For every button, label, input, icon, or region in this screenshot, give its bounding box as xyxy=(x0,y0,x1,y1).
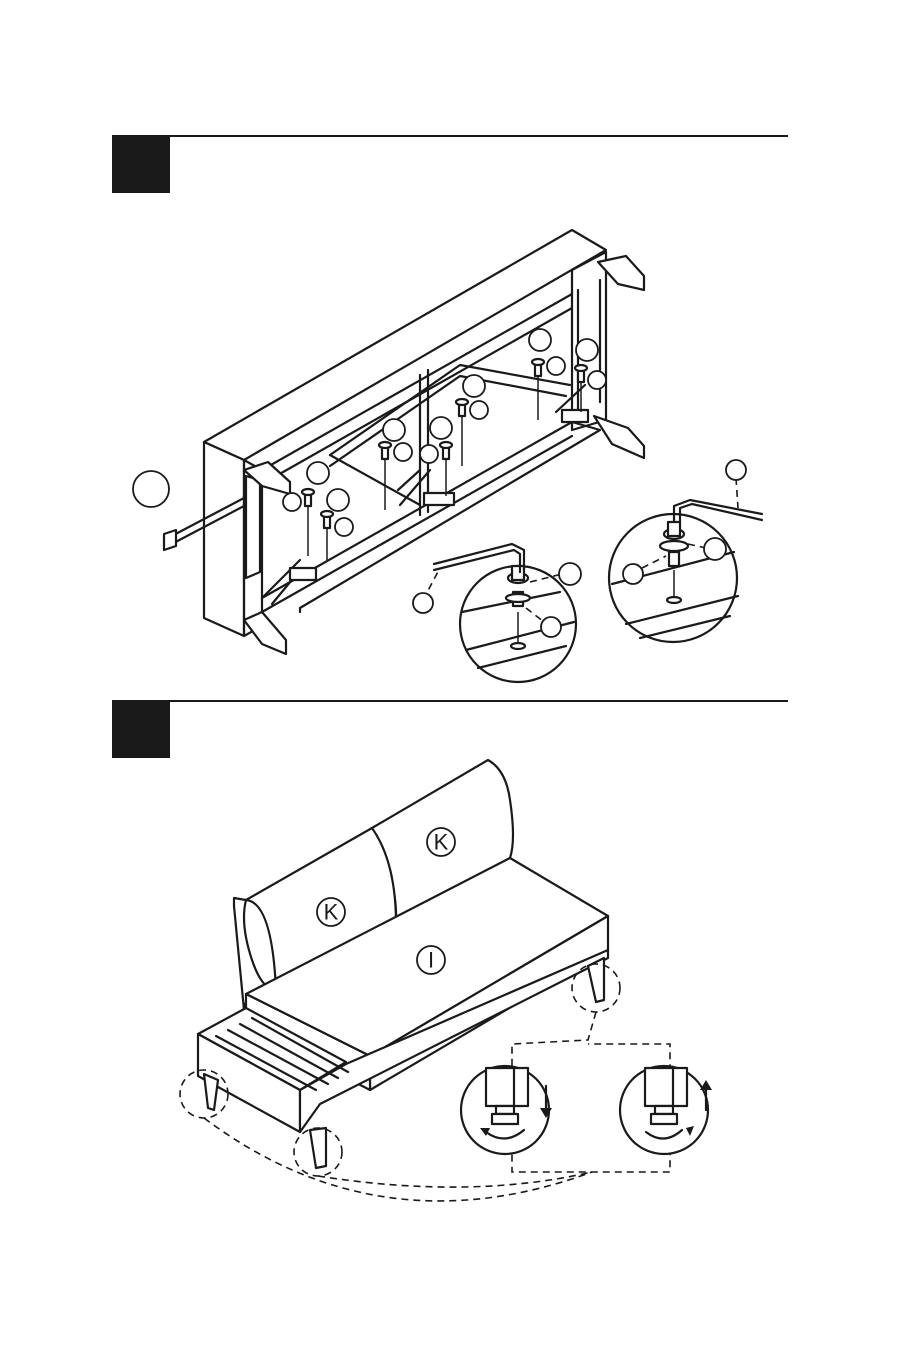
step-2-badge xyxy=(112,701,170,758)
bolt-detail-left xyxy=(413,544,581,682)
leg-right xyxy=(594,416,644,458)
leg-front-left xyxy=(204,1074,218,1110)
bolt-washer-icon xyxy=(440,442,452,496)
step-1-badge xyxy=(112,136,170,193)
foot-adjust-up xyxy=(620,1066,712,1154)
bolt-washer-icon xyxy=(321,511,333,560)
sofa-frame-underside xyxy=(164,230,644,654)
leg-front-middle xyxy=(310,1128,326,1168)
step-2-header xyxy=(112,701,788,758)
bolt-washer-icon xyxy=(302,489,314,556)
bolt-washer-icon xyxy=(575,365,587,412)
bolt-washer-icon xyxy=(456,399,468,466)
foot-adjust-down xyxy=(461,1066,552,1154)
bolt-detail-right xyxy=(609,460,762,642)
bolt-washer-icon xyxy=(379,442,391,510)
label-seat-cushion: I xyxy=(428,948,434,973)
label-back-cushion-right: K xyxy=(434,830,449,855)
label-back-cushion-left: K xyxy=(324,900,339,925)
step-1-header xyxy=(112,136,788,193)
